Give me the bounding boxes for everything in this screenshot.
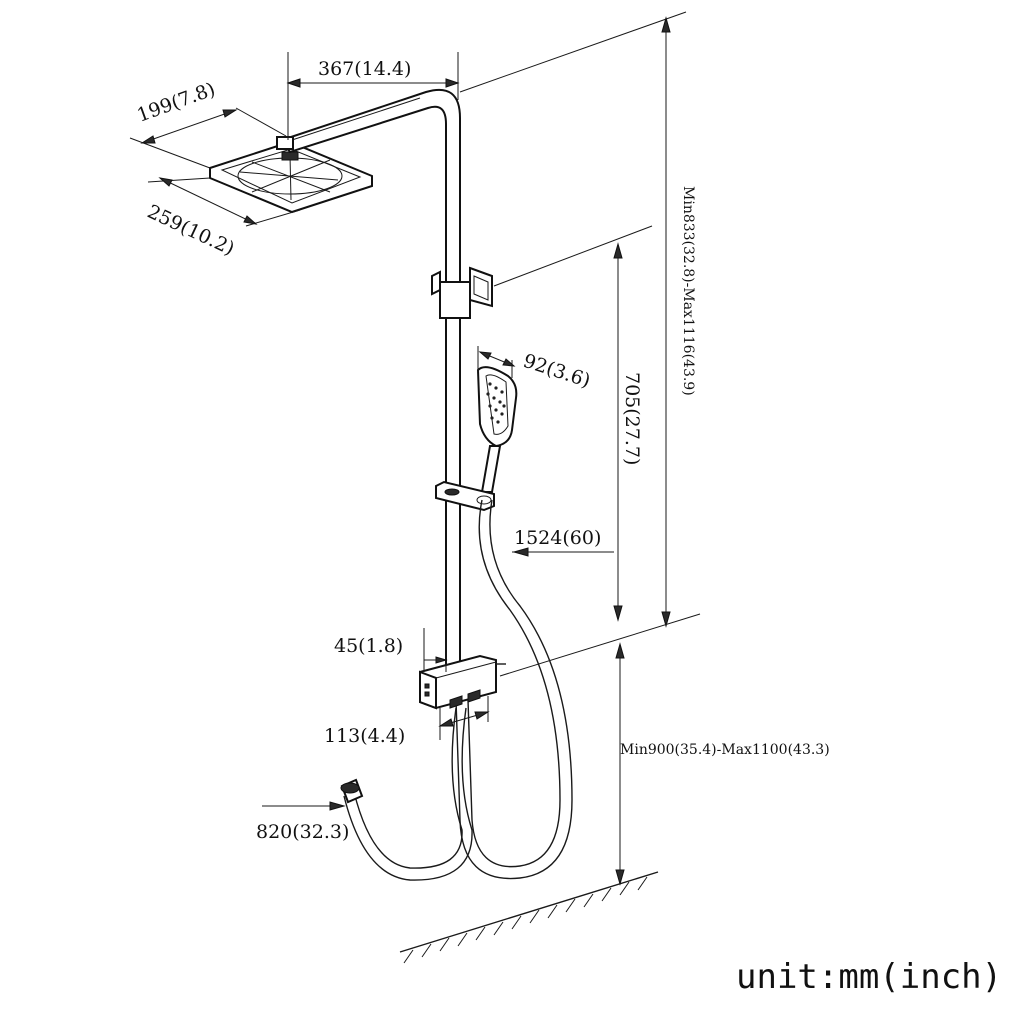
dim-top-arm [286,52,460,140]
label-head-width: 259(10.2) [144,201,238,260]
hand-shower [476,366,518,493]
dim-mount-height [499,613,701,886]
unit-label: unit:mm(inch) [736,957,1002,997]
dim-hand-shower [477,346,516,378]
inlet-hose [340,707,473,881]
dim-inlet-hose [262,801,346,811]
label-inlet-hose: 820(32.3) [256,821,349,843]
dim-pipe-offset [423,628,448,672]
slide-holder [435,480,495,512]
dim-valve-spacing [438,696,490,740]
label-slide-range: 705(27.7) [621,372,643,465]
label-valve-spacing: 113(4.4) [324,725,405,747]
dim-slide-range [493,225,653,622]
label-total-height: Min833(32.8)-Max1116(43.9) [680,186,696,396]
label-pipe-offset: 45(1.8) [334,635,403,657]
dim-total-height [459,11,687,628]
wall-bracket [431,266,493,319]
label-hand-shower: 92(3.6) [520,350,593,392]
dim-head-depth [129,107,287,169]
label-top-arm: 367(14.4) [318,58,411,80]
label-hose-length: 1524(60) [514,527,601,549]
label-head-depth: 199(7.8) [134,78,218,126]
dim-head-width [147,177,301,227]
label-mount-height: Min900(35.4)-Max1100(43.3) [620,742,830,758]
hand-shower-hose [455,499,573,880]
dim-hose-length [512,547,614,557]
floor-line [399,871,659,964]
mixer-valve [419,654,506,710]
